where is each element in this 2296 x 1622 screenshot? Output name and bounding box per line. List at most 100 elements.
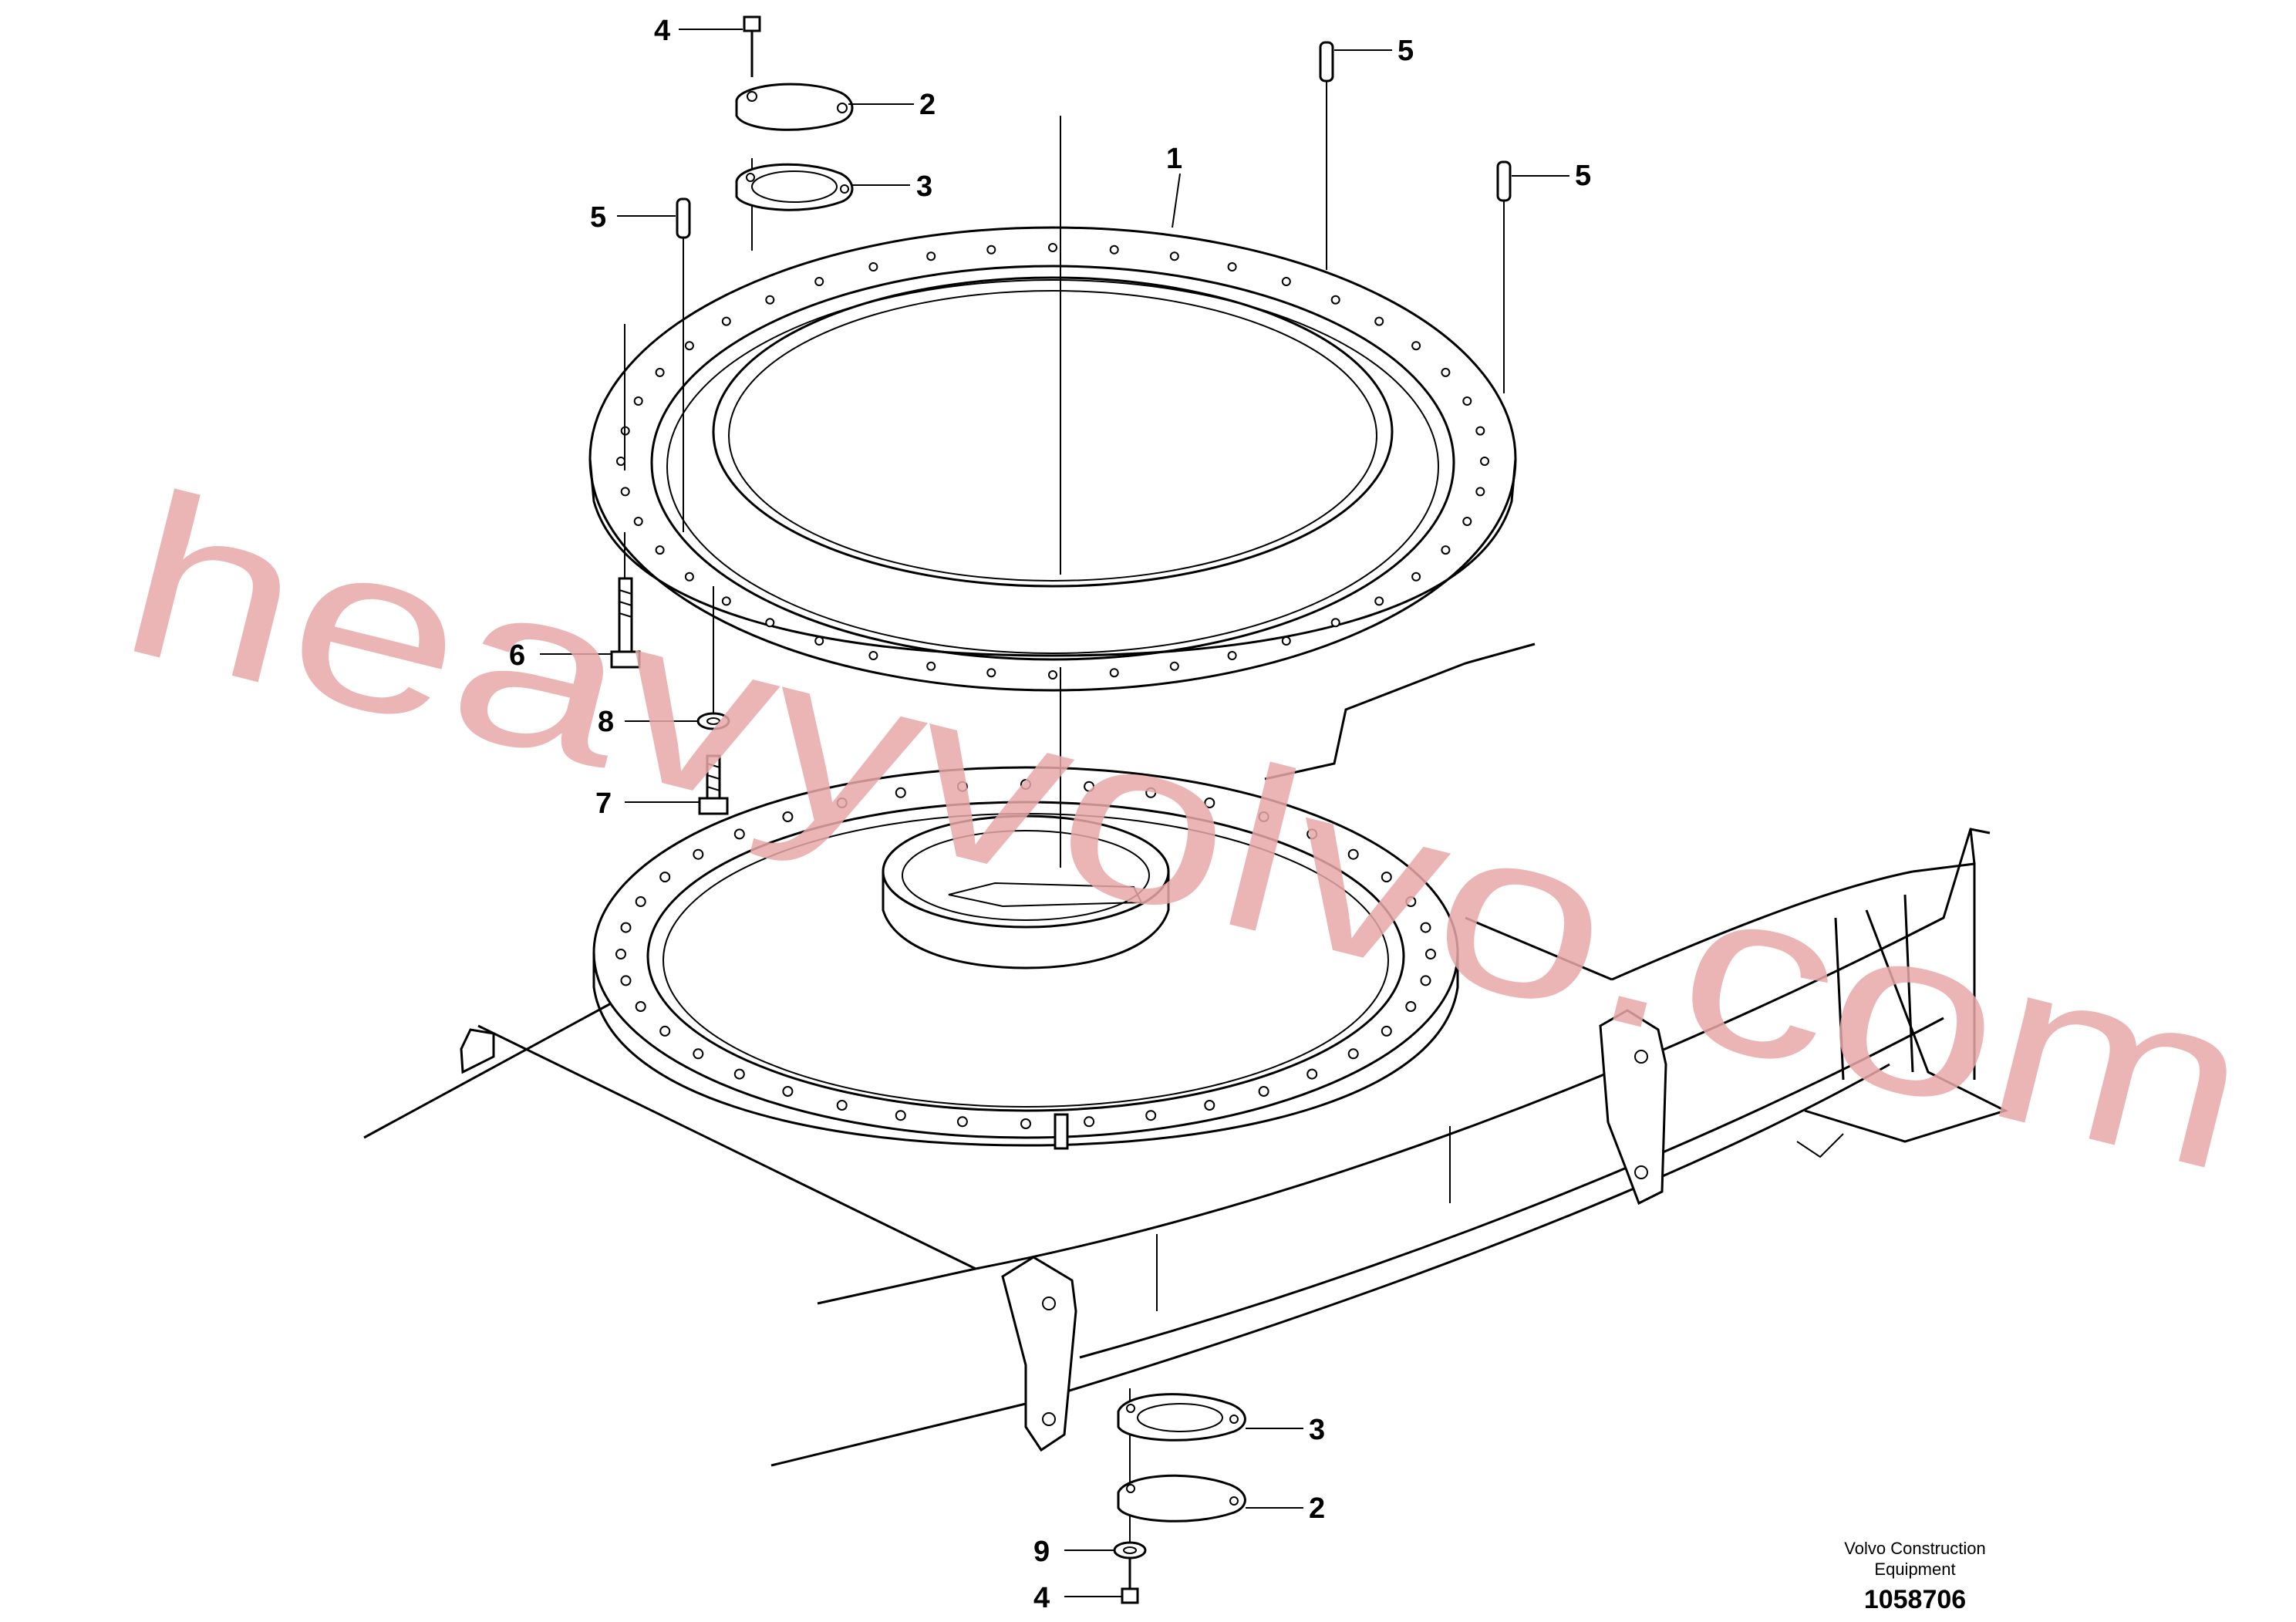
washer-9 bbox=[1113, 1541, 1147, 1560]
bolt-hole bbox=[635, 1001, 646, 1012]
callout-5-right: 5 bbox=[1575, 160, 1591, 192]
bolt-hole bbox=[1381, 1025, 1392, 1037]
bolt-hole bbox=[1281, 277, 1291, 286]
bolt-hole bbox=[1084, 781, 1095, 792]
bolt-hole bbox=[1441, 367, 1451, 377]
bolt-hole bbox=[693, 848, 704, 860]
upper-slew-ring bbox=[588, 226, 1517, 692]
bolt-hole bbox=[926, 251, 936, 261]
bolt-hole bbox=[721, 596, 731, 606]
bolt-hole bbox=[814, 277, 824, 286]
bolt-hole bbox=[1048, 243, 1057, 252]
bolt-hole bbox=[1381, 872, 1392, 883]
gasket-3-bottom bbox=[1117, 1393, 1246, 1442]
bolt-hole bbox=[1405, 1001, 1417, 1012]
bolt-hole bbox=[765, 618, 775, 628]
bolt-hole bbox=[1420, 922, 1431, 933]
bolt-hole bbox=[1405, 896, 1417, 907]
bolt-hole bbox=[765, 295, 775, 305]
bolt-hole bbox=[1258, 1086, 1269, 1097]
callout-2-top: 2 bbox=[919, 89, 936, 121]
bolt-hole bbox=[782, 811, 794, 822]
bolt-hole bbox=[1441, 545, 1451, 555]
bolt-hole bbox=[1281, 636, 1291, 646]
bolt-hole bbox=[1306, 1068, 1318, 1080]
pin-5-right bbox=[1496, 160, 1512, 393]
callout-6: 6 bbox=[509, 639, 525, 672]
bolt-hole bbox=[1374, 596, 1384, 606]
publisher-line-2: Equipment bbox=[1874, 1560, 1955, 1579]
bolt-hole bbox=[868, 262, 878, 271]
callout-5-middle: 5 bbox=[1397, 35, 1414, 67]
pin-5-left bbox=[676, 197, 691, 532]
bolt-hole bbox=[1347, 848, 1359, 860]
bolt-hole bbox=[1306, 828, 1318, 840]
bolt-hole bbox=[620, 975, 632, 986]
callout-4-top: 4 bbox=[654, 15, 670, 47]
bolt-hole bbox=[1480, 457, 1489, 466]
bolt-hole bbox=[1020, 1118, 1031, 1129]
bolt-hole bbox=[733, 1068, 745, 1080]
bolt-hole bbox=[1020, 779, 1031, 790]
bolt-hole bbox=[1330, 295, 1340, 305]
bolt-hole bbox=[1109, 668, 1119, 678]
bolt-hole bbox=[659, 872, 671, 883]
bolt-hole bbox=[633, 396, 643, 406]
callout-4-bottom: 4 bbox=[1033, 1582, 1050, 1614]
bolt-hole bbox=[1475, 426, 1485, 436]
bolt-hole bbox=[659, 1025, 671, 1037]
callout-2-bottom: 2 bbox=[1309, 1492, 1325, 1525]
lower-ring-bolt-holes bbox=[615, 779, 1436, 1129]
callout-1: 1 bbox=[1166, 143, 1182, 175]
bolt-6 bbox=[610, 577, 641, 669]
bolt-hole bbox=[895, 1110, 906, 1121]
bolt-hole bbox=[836, 1100, 848, 1111]
bolt-hole bbox=[1109, 244, 1119, 255]
cover-plate-2-bottom bbox=[1117, 1474, 1246, 1523]
lower-slew-ring bbox=[592, 766, 1459, 1150]
bolt-hole bbox=[1048, 670, 1057, 679]
bolt-hole bbox=[1084, 1116, 1095, 1128]
bolt-hole bbox=[956, 781, 968, 792]
bolt-hole bbox=[655, 545, 665, 555]
bolt-hole bbox=[1169, 661, 1179, 671]
chassis-frame bbox=[363, 642, 2009, 1467]
bolt-hole bbox=[1411, 572, 1421, 582]
callout-3-bottom: 3 bbox=[1309, 1414, 1325, 1446]
bolt-hole bbox=[1169, 251, 1179, 261]
bolt-hole bbox=[986, 244, 996, 255]
screw-4-top bbox=[743, 15, 761, 77]
bolt-hole bbox=[620, 487, 630, 497]
screw-4-bottom bbox=[1121, 1558, 1139, 1604]
bolt-hole bbox=[868, 651, 878, 660]
publisher-line-1: Volvo Construction bbox=[1844, 1539, 1985, 1558]
bolt-hole bbox=[1227, 262, 1237, 271]
bolt-hole bbox=[956, 1116, 968, 1128]
bolt-hole bbox=[1347, 1048, 1359, 1060]
bolt-hole bbox=[1425, 949, 1436, 959]
bolt-hole bbox=[1145, 1110, 1157, 1121]
bolt-hole bbox=[1462, 396, 1472, 406]
bolt-hole bbox=[684, 572, 694, 582]
callout-5-left: 5 bbox=[590, 201, 606, 234]
callout-9: 9 bbox=[1033, 1536, 1050, 1568]
bolt-hole bbox=[633, 517, 643, 526]
bolt-hole bbox=[620, 922, 632, 933]
bolt-hole bbox=[1330, 618, 1340, 628]
bolt-hole bbox=[721, 316, 731, 326]
bolt-hole bbox=[895, 787, 906, 798]
bolt-hole bbox=[1374, 316, 1384, 326]
bolt-hole bbox=[616, 457, 625, 466]
bolt-7 bbox=[698, 754, 729, 815]
bolt-hole bbox=[836, 798, 848, 808]
bolt-hole bbox=[684, 341, 694, 351]
callout-3-top: 3 bbox=[916, 170, 932, 203]
gasket-3-top bbox=[735, 163, 854, 211]
bolt-hole bbox=[814, 636, 824, 646]
bolt-hole bbox=[926, 661, 936, 671]
bolt-hole bbox=[1227, 651, 1237, 660]
bolt-hole bbox=[1204, 798, 1215, 808]
bolt-hole bbox=[1145, 787, 1157, 798]
bolt-hole bbox=[655, 367, 665, 377]
